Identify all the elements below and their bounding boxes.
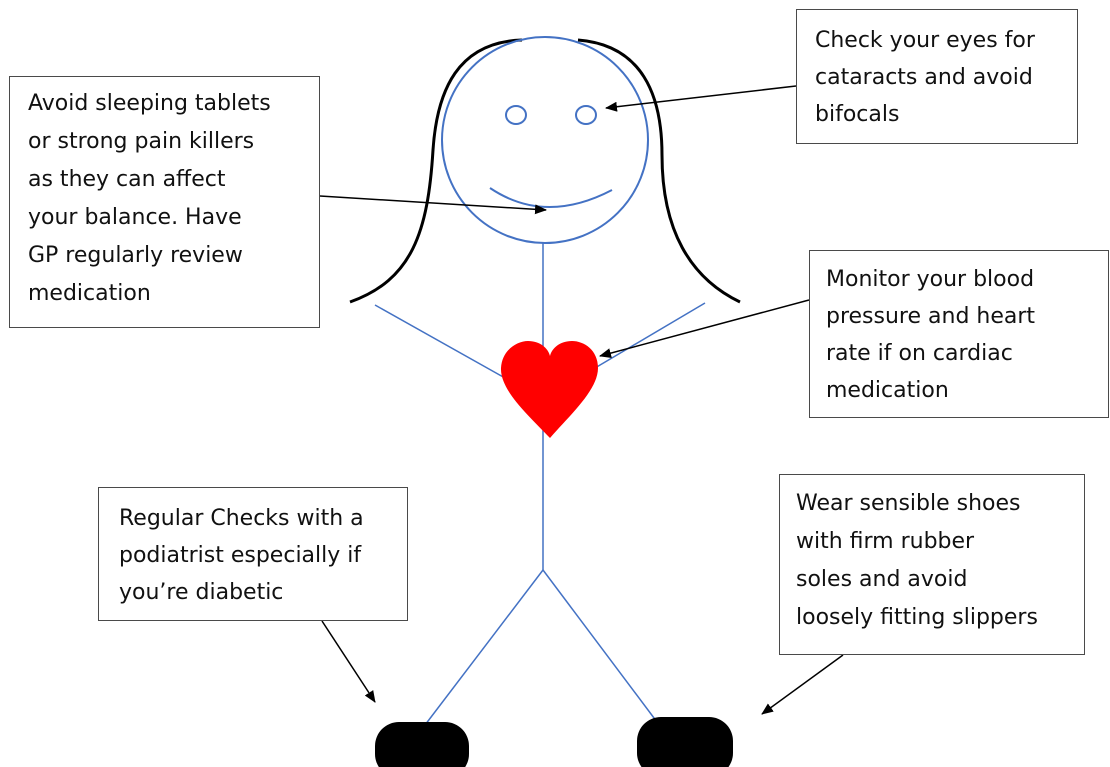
left-shoe [375, 722, 469, 767]
right-arm [595, 303, 705, 368]
left-leg [425, 570, 543, 725]
callout-line: you’re diabetic [119, 574, 393, 611]
callout-line: bifocals [815, 96, 1063, 133]
callout-line: your balance. Have [28, 199, 305, 237]
callout-line: medication [826, 372, 1094, 409]
callout-line: Wear sensible shoes [796, 485, 1070, 523]
heart-icon [501, 341, 598, 438]
arrow-to-left-shoe [322, 621, 375, 702]
callout-line: podiatrist especially if [119, 537, 393, 574]
left-eye [506, 106, 526, 124]
arrow-to-mouth [320, 196, 546, 210]
right-shoe [637, 717, 733, 767]
callout-line: as they can affect [28, 161, 305, 199]
arrow-to-heart [600, 300, 809, 356]
callout-heart: Monitor your blood pressure and heart ra… [809, 250, 1109, 418]
callout-line: pressure and heart [826, 298, 1094, 335]
callout-line: GP regularly review [28, 237, 305, 275]
callout-line: medication [28, 275, 305, 313]
callout-line: Check your eyes for [815, 22, 1063, 59]
head [442, 37, 648, 243]
callout-line: cataracts and avoid [815, 59, 1063, 96]
callout-line: Regular Checks with a [119, 500, 393, 537]
callout-line: loosely fitting slippers [796, 599, 1070, 637]
callout-line: Monitor your blood [826, 261, 1094, 298]
right-leg [543, 570, 657, 722]
mouth [490, 188, 612, 207]
right-eye [576, 106, 596, 124]
callout-shoes: Wear sensible shoes with firm rubber sol… [779, 474, 1085, 655]
hair-right [578, 40, 740, 302]
hair-left [350, 40, 522, 302]
callout-line: rate if on cardiac [826, 335, 1094, 372]
callout-eyes: Check your eyes for cataracts and avoid … [796, 9, 1078, 144]
arrow-to-right-shoe [762, 655, 843, 714]
callout-line: Avoid sleeping tablets [28, 85, 305, 123]
callout-line: soles and avoid [796, 561, 1070, 599]
callout-line: with firm rubber [796, 523, 1070, 561]
callout-medication: Avoid sleeping tablets or strong pain ki… [9, 76, 320, 328]
callout-feet: Regular Checks with a podiatrist especia… [98, 487, 408, 621]
callout-line: or strong pain killers [28, 123, 305, 161]
left-arm [375, 305, 505, 378]
